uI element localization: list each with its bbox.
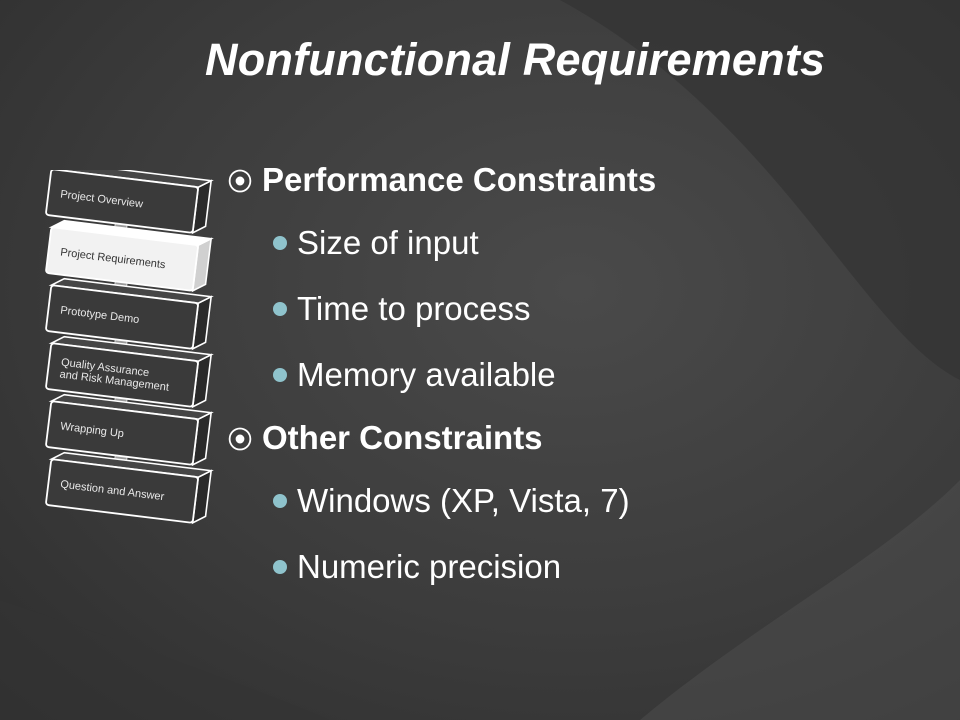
dot-bullet-icon: [273, 368, 287, 382]
sub-bullet-text: Windows (XP, Vista, 7): [297, 482, 630, 519]
sub-bullet-size-of-input: Size of input: [228, 210, 948, 276]
bullet-heading: Other Constraints: [262, 419, 543, 456]
sub-bullet-text: Numeric precision: [297, 548, 562, 585]
bullet-other-constraints: ⦿ Other Constraints: [228, 408, 948, 468]
agenda-item: Question and Answer: [45, 451, 214, 525]
agenda-box-front: [45, 226, 199, 292]
sub-bullet-text: Size of input: [297, 224, 479, 261]
agenda-item: Project Overview: [45, 170, 214, 242]
sub-bullet-text: Memory available: [297, 356, 556, 393]
dot-bullet-icon: [273, 560, 287, 574]
dot-bullet-icon: [273, 236, 287, 250]
bullet-heading: Performance Constraints: [262, 161, 657, 198]
agenda-box-front: [45, 400, 199, 466]
slide-title: Nonfunctional Requirements: [205, 34, 826, 85]
bullet-performance-constraints: ⦿ Performance Constraints: [228, 150, 948, 210]
sub-bullet-memory-available: Memory available: [228, 342, 948, 408]
circle-bullet-icon: ⦿: [228, 426, 252, 454]
agenda-box-front: [45, 284, 199, 350]
agenda-box-front: [45, 342, 199, 408]
dot-bullet-icon: [273, 302, 287, 316]
agenda-box-front: [45, 458, 199, 524]
sub-bullet-numeric-precision: Numeric precision: [228, 534, 948, 600]
bullet-list: ⦿ Performance Constraints Size of input …: [228, 150, 948, 600]
agenda-box-front: [45, 170, 199, 234]
circle-bullet-icon: ⦿: [228, 168, 252, 196]
sub-bullet-text: Time to process: [297, 290, 531, 327]
dot-bullet-icon: [273, 494, 287, 508]
sub-bullet-time-to-process: Time to process: [228, 276, 948, 342]
sub-bullet-windows: Windows (XP, Vista, 7): [228, 468, 948, 534]
